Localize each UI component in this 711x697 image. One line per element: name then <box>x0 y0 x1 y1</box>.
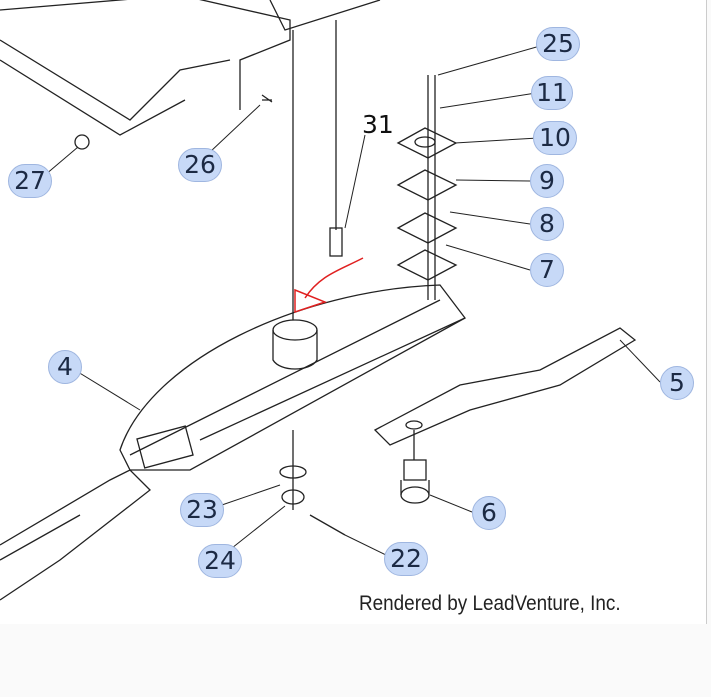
callout-4[interactable]: 4 <box>48 350 82 384</box>
blade-left <box>0 469 151 601</box>
callout-5[interactable]: 5 <box>660 366 694 400</box>
render-credit: Rendered by LeadVenture, Inc. <box>359 592 621 615</box>
parts-diagram-canvas: 25 11 10 9 8 7 5 6 22 24 23 4 27 26 31 R… <box>0 0 694 615</box>
exploded-view-drawing <box>0 0 661 601</box>
red-arrow-annotation <box>294 257 364 314</box>
callout-24[interactable]: 24 <box>198 544 242 578</box>
callout-11[interactable]: 11 <box>531 76 573 110</box>
callout-6[interactable]: 6 <box>472 496 506 530</box>
callout-8[interactable]: 8 <box>530 207 564 241</box>
page-edge <box>706 0 707 624</box>
deck-housing <box>0 0 291 121</box>
callout-31: 31 <box>362 110 394 139</box>
callout-25[interactable]: 25 <box>536 27 580 61</box>
callout-23[interactable]: 23 <box>180 493 224 527</box>
callout-10[interactable]: 10 <box>533 121 577 155</box>
blade-adapter <box>119 284 466 471</box>
callout-9[interactable]: 9 <box>530 164 564 198</box>
callout-27[interactable]: 27 <box>8 164 52 198</box>
callout-26[interactable]: 26 <box>178 148 222 182</box>
callout-7[interactable]: 7 <box>530 253 564 287</box>
callout-22[interactable]: 22 <box>384 542 428 576</box>
blade-right <box>373 327 637 446</box>
shims <box>396 127 458 281</box>
